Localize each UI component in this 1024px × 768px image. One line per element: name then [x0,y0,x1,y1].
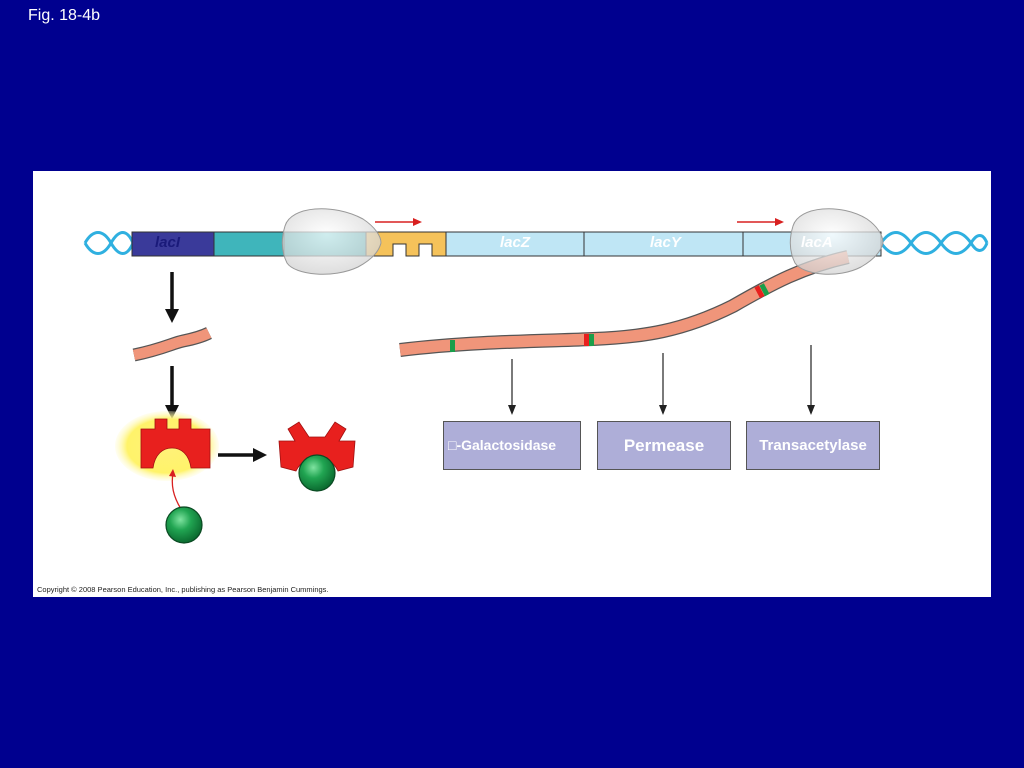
laci-gene-segment [131,231,215,257]
permease-box: Permease [597,421,731,470]
figure-label: Fig. 18-4b [28,7,101,24]
dna-helix-right [879,231,989,255]
transacetylase-label: Transacetylase [759,437,867,454]
active-repressor [140,418,211,469]
diagram-panel: lacI lacZ lacY lacA □-Galactosidase Perm… [33,171,991,597]
laci-label: lacI [155,234,181,251]
transcription-arrow-1 [375,218,422,226]
lacz-label: lacZ [500,234,531,251]
laca-label: lacA [801,234,833,251]
bound-inducer-molecule [298,454,336,492]
lacy-label: lacY [650,234,681,251]
transcription-arrow-2 [737,218,784,226]
permease-label: Permease [623,436,705,455]
codon-green-2 [589,334,594,346]
transacetylase-box: Transacetylase [746,421,880,470]
dna-helix-left [83,231,135,255]
lac-operon-diagram [83,208,989,544]
arrow-to-galactosidase [508,359,516,415]
codon-red-1 [584,334,589,346]
codon-red-2 [754,285,765,299]
galactosidase-box: □-Galactosidase [443,421,581,470]
arrow-to-inactive-repressor [218,448,267,462]
arrow-laci-to-mrna [165,272,179,323]
rna-polymerase-right [789,208,884,275]
lacy-gene-segment [583,231,744,257]
galactosidase-label: □-Galactosidase [448,437,557,453]
codon-green-1 [450,340,455,352]
copyright-notice: Copyright © 2008 Pearson Education, Inc.… [37,585,329,594]
codon-green-3 [759,283,770,297]
inducer-molecule [165,506,203,544]
rna-polymerase-left [281,208,382,275]
arrow-to-permease [659,353,667,415]
arrow-to-transacetylase [807,345,815,415]
promoter-laci-segment [213,231,285,257]
